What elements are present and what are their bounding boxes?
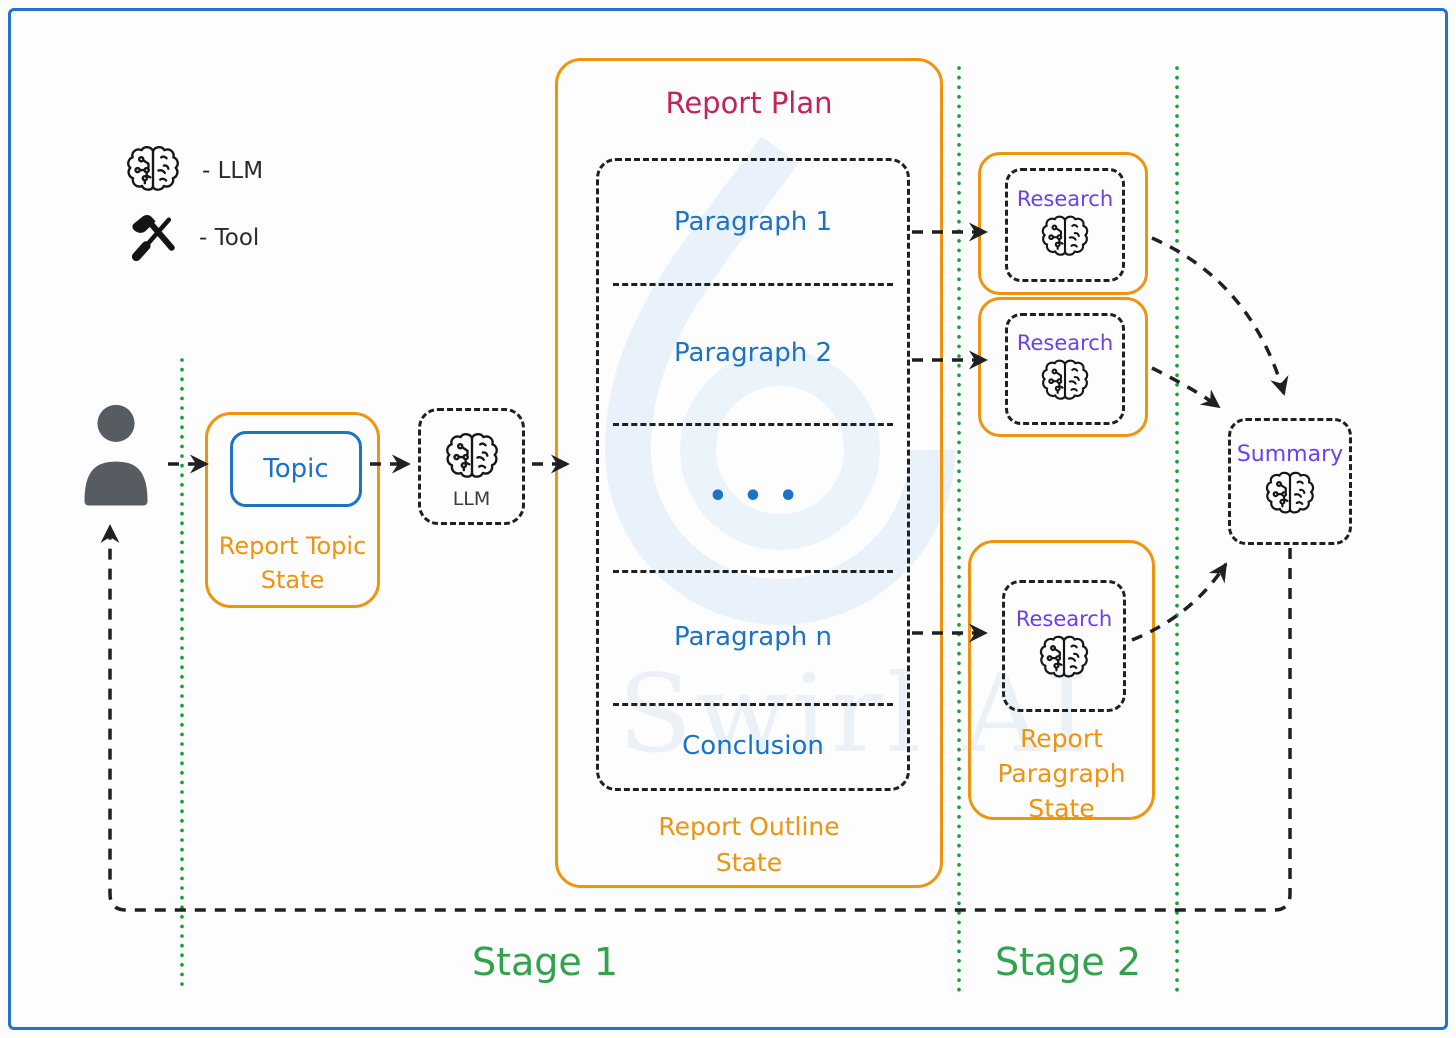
research-1-label: Research xyxy=(1016,186,1114,211)
section-divider xyxy=(613,703,893,706)
brain-icon xyxy=(1039,212,1091,264)
report-outline-state-text: Report Outline State xyxy=(658,812,840,877)
section-divider xyxy=(613,423,893,426)
report-paragraph-state-box: Research Report Paragraph State xyxy=(968,540,1155,823)
brain-icon xyxy=(1039,356,1091,408)
person-icon xyxy=(80,404,152,508)
legend-row-tool: - Tool xyxy=(124,212,263,264)
summary-label: Summary xyxy=(1236,441,1344,467)
paragraph-n-row: Paragraph n xyxy=(674,621,832,652)
llm-node: LLM xyxy=(418,408,525,525)
tool-icon xyxy=(127,212,179,264)
paragraph-1-row: Paragraph 1 xyxy=(674,207,832,237)
legend-row-llm: - LLM xyxy=(124,142,263,200)
research-3-label: Research xyxy=(1015,606,1113,631)
research-node-2: Research xyxy=(978,297,1148,437)
section-divider xyxy=(613,283,893,286)
report-outline-box: Paragraph 1 Paragraph 2 ••• Paragraph n … xyxy=(596,158,910,791)
conclusion-row: Conclusion xyxy=(682,730,824,761)
topic-box: Topic xyxy=(230,431,362,507)
summary-node: Summary xyxy=(1228,418,1352,545)
llm-node-label: LLM xyxy=(452,488,491,510)
outer-frame xyxy=(8,8,1448,1030)
legend: - LLM - Tool xyxy=(124,142,263,276)
brain-icon xyxy=(1037,632,1091,686)
legend-tool-label: - Tool xyxy=(199,225,260,251)
stage-2-label: Stage 2 xyxy=(994,940,1142,984)
research-node-2-inner: Research xyxy=(1005,313,1125,425)
brain-icon xyxy=(1263,468,1317,522)
report-paragraph-state-text: Report Paragraph State xyxy=(997,724,1126,823)
report-plan-box: Report Plan Paragraph 1 Paragraph 2 ••• … xyxy=(555,58,943,888)
report-topic-state-label: Report Topic State xyxy=(218,532,367,595)
report-plan-title: Report Plan xyxy=(665,86,833,120)
report-paragraph-state-label: Report Paragraph State xyxy=(971,721,1152,826)
report-topic-state-box: Topic Report Topic State xyxy=(205,412,380,608)
legend-llm-label: - LLM xyxy=(202,158,264,184)
brain-icon xyxy=(124,142,182,200)
stage-1-label: Stage 1 xyxy=(471,940,619,984)
research-node-3-inner: Research xyxy=(1002,580,1126,712)
research-node-1: Research xyxy=(978,152,1148,295)
paragraph-2-row: Paragraph 2 xyxy=(674,338,832,368)
ellipsis-row: ••• xyxy=(708,479,814,514)
research-2-label: Research xyxy=(1016,330,1114,355)
section-divider xyxy=(613,570,893,573)
research-node-1-inner: Research xyxy=(1005,168,1125,282)
report-outline-state-label: Report Outline State xyxy=(558,809,940,880)
brain-icon xyxy=(443,429,501,487)
